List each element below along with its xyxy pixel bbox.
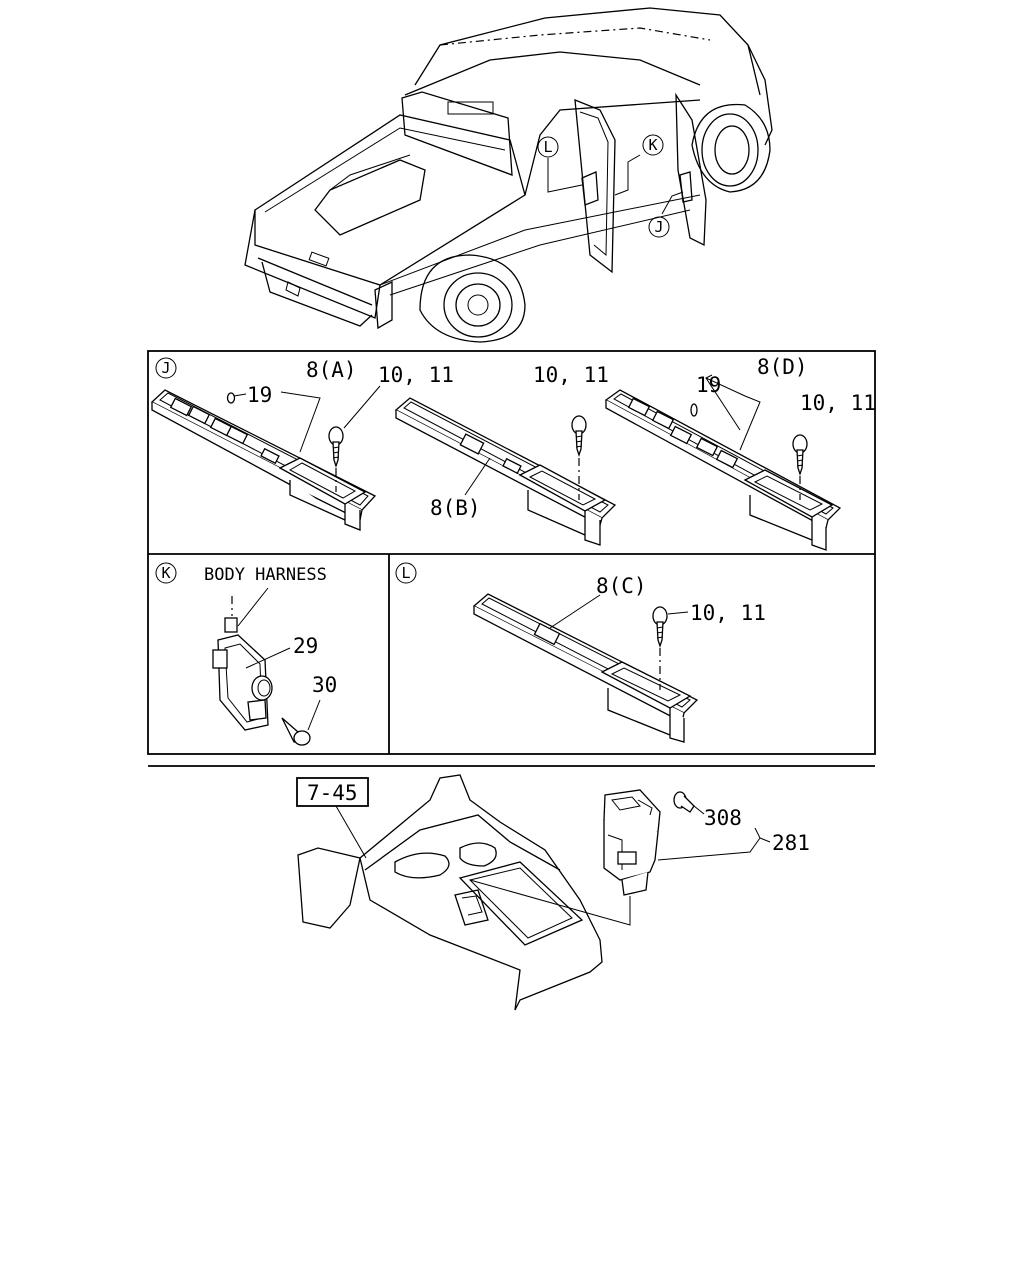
clip-19-left [226,392,247,404]
center-console [297,774,603,1011]
callout-marker-k: K [642,134,664,156]
switch-panel-8b [394,397,617,546]
view-j-marker: J [155,357,177,379]
view-l-marker: L [395,562,417,584]
body-harness-label: BODY HARNESS [204,565,327,585]
callout-l-text: L [543,138,552,156]
switch-281 [603,789,661,896]
ref-box-7-45[interactable]: 7-45 [296,777,369,807]
detail-panel-frame [147,350,876,755]
label-8d: 8(D) [757,355,808,379]
screw-10-11-j1 [328,385,381,492]
leader-switch-console [469,879,631,926]
screw-10-11-j3 [792,434,808,500]
label-30: 30 [312,673,337,697]
pickup-truck-illustration [244,7,773,343]
screw-30 [281,699,321,746]
clip-19-right [690,403,698,417]
callout-j-text: J [654,218,663,236]
ref-7-45-leader [335,805,367,859]
callout-marker-l: L [537,136,559,158]
switch-panel-8c [472,593,699,743]
label-8c: 8(C) [596,574,647,598]
label-281: 281 [772,831,810,855]
label-19-left: 19 [247,383,272,407]
label-10-11-j1: 10, 11 [378,363,454,387]
label-8a: 8(A) [306,358,357,382]
label-10-11-j2: 10, 11 [533,363,609,387]
harness-connector [224,617,238,633]
view-l: L 8(C) 10, 11 [395,562,766,743]
clip-308 [673,791,705,815]
view-k-letter: K [161,564,170,582]
screw-10-11-j2 [571,415,587,500]
label-308: 308 [704,806,742,830]
view-k-marker: K [155,562,177,584]
leader-281 [657,827,771,861]
switch-panel-8d [604,389,842,551]
label-19-right: 19 [696,373,721,397]
label-29: 29 [293,634,318,658]
label-10-11-j3: 10, 11 [800,391,876,415]
view-j: J [150,355,876,551]
view-l-letter: L [401,564,410,582]
label-8b: 8(B) [430,496,481,520]
callout-marker-j: J [648,216,670,238]
screw-10-11-l [652,606,689,690]
switch-panel-8a [150,389,377,531]
view-j-letter: J [161,359,170,377]
callout-k-text: K [648,136,657,154]
view-k: K BODY HARNESS 29 30 [155,562,337,746]
ref-7-45-text: 7-45 [307,781,358,805]
label-10-11-l: 10, 11 [690,601,766,625]
switch-29 [212,634,291,731]
